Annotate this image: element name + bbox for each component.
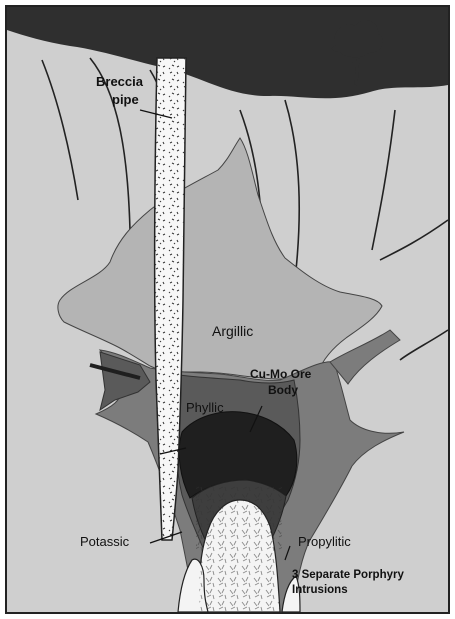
label-argillic: Argillic	[212, 323, 253, 339]
label-propylitic: Propylitic	[298, 534, 351, 549]
label-ore-line1: Cu-Mo Ore	[250, 367, 312, 381]
label-porphyry-line1: 3 Separate Porphyry	[292, 569, 404, 581]
label-breccia-line1: Breccia	[96, 74, 144, 89]
label-breccia-line2: pipe	[112, 92, 139, 107]
label-ore-line2: Body	[268, 383, 298, 397]
label-phyllic: Phyllic	[186, 400, 224, 415]
label-porphyry-line2: Intrusions	[292, 584, 348, 596]
label-potassic: Potassic	[80, 534, 130, 549]
